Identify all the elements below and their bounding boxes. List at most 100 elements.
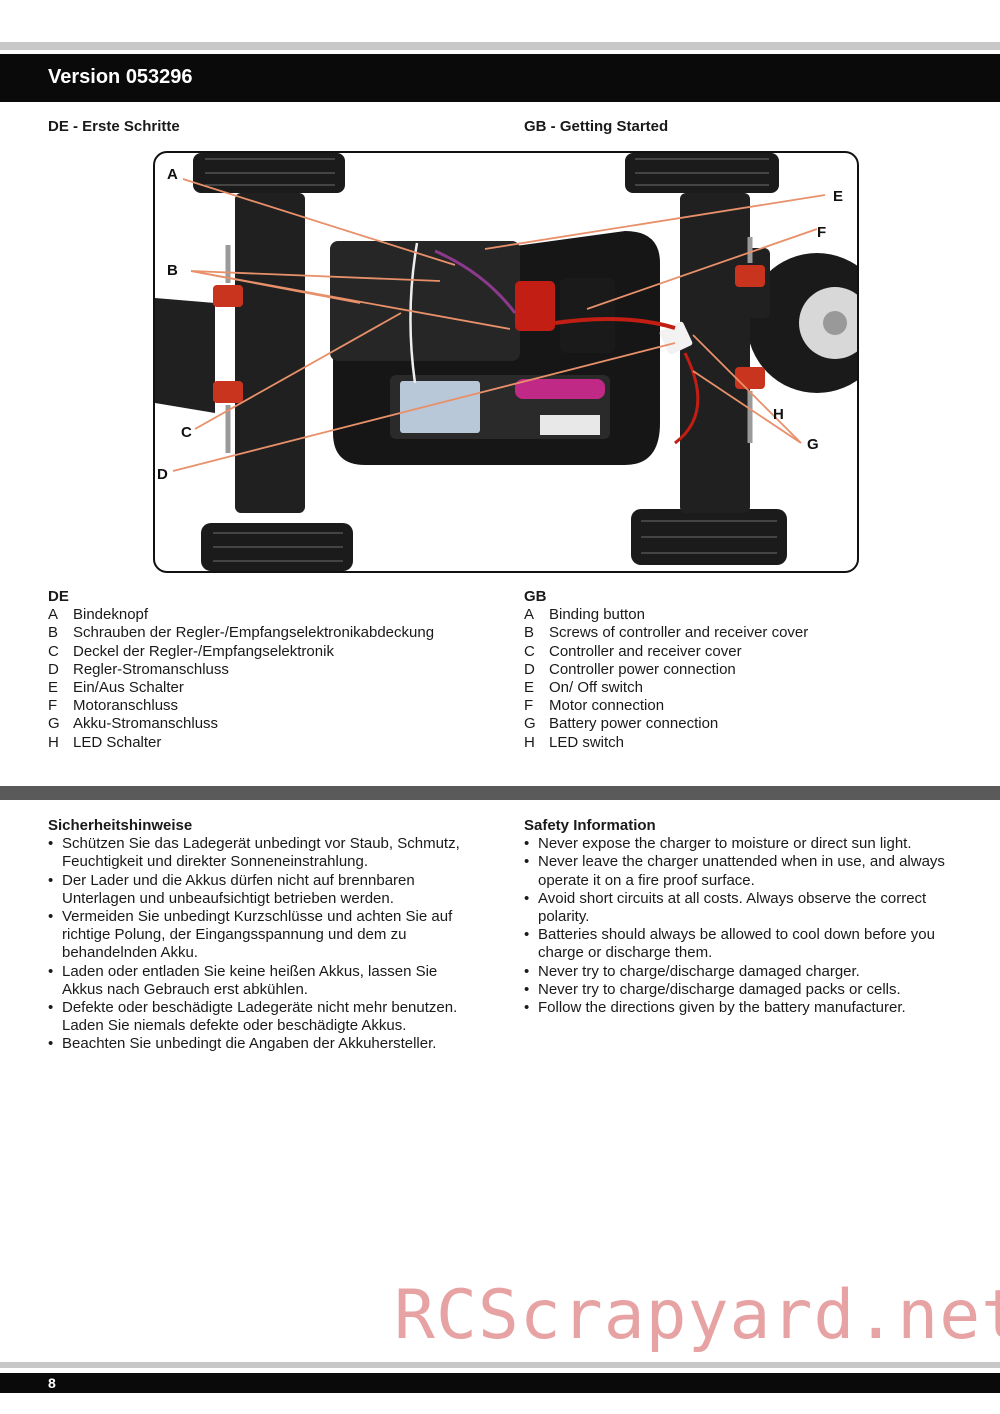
section-divider [0,786,1000,800]
legend-item: D Controller power connection [524,661,964,679]
callout-b: B [167,262,178,279]
safety-line: behandelnden Akku. [62,944,198,962]
legend-item: B Screws of controller and receiver cover [524,624,964,642]
safety-item: Never try to charge/discharge damaged ch… [524,963,974,981]
legend-key: B [524,624,535,642]
legend-key: B [48,624,59,642]
callout-f: F [817,224,826,241]
legend-key: H [48,733,59,751]
legend-title: DE [48,588,69,605]
safety-list: Schützen Sie das Ladegerät unbedingt vor… [48,835,488,1054]
legend-item: G Akku-Stromanschluss [48,715,488,733]
legend-text: Akku-Stromanschluss [73,715,219,733]
legend-key: G [524,715,536,733]
safety-line: Feuchtigkeit und direkter Sonneneinstrah… [62,853,369,871]
safety-line: Follow the directions given by the batte… [538,999,906,1017]
legend-key: D [48,660,59,678]
safety-line: Never leave the charger unattended when … [538,853,945,871]
safety-title: Sicherheitshinweise [48,817,193,834]
legend-key: A [524,606,535,624]
callout-h: H [773,406,784,423]
legend-item: A Binding button [524,606,964,624]
callout-a: A [167,166,178,183]
safety-de: Sicherheitshinweise Schützen Sie das Lad… [48,817,488,1054]
safety-line: Akkus nach Gebrauch erst abkühlen. [62,980,308,998]
legend-text: Screws of controller and receiver cover [549,624,809,642]
legend-key: A [48,606,59,624]
safety-line: Laden Sie niemals defekte oder beschädig… [62,1017,407,1035]
legend-item: A Bindeknopf [48,606,488,624]
legend-key: E [48,678,59,696]
vehicle-illustration: A B C D E F G H [155,153,857,571]
legend-text: Schrauben der Regler-/Empfangselektronik… [73,624,435,642]
safety-line: Batteries should always be allowed to co… [538,926,935,944]
safety-item: Schützen Sie das Ladegerät unbedingt vor… [48,835,488,871]
section-heading-gb: GB - Getting Started [524,118,669,135]
safety-item: Never expose the charger to moisture or … [524,835,974,853]
safety-gb: Safety Information Never expose the char… [524,817,974,1017]
safety-line: Never expose the charger to moisture or … [538,835,912,853]
legend-text: Regler-Stromanschluss [73,660,229,678]
legend-text: LED switch [549,733,625,751]
legend-title: GB [524,588,547,605]
safety-line: Laden oder entladen Sie keine heißen Akk… [62,962,438,980]
legend-key: C [48,642,59,660]
safety-line: Beachten Sie unbedingt die Angaben der A… [62,1035,437,1053]
legend-text: Motor connection [549,697,665,715]
safety-item: Batteries should always be allowed to co… [524,926,974,962]
legend-key: F [48,697,58,715]
safety-title: Safety Information [524,817,656,834]
legend-item: B Schrauben der Regler-/Empfangselektroni… [48,624,488,642]
safety-item: Avoid short circuits at all costs. Alway… [524,890,974,926]
legend-item: H LED switch [524,734,964,752]
page-title: Version 053296 [48,66,193,88]
safety-line: Avoid short circuits at all costs. Alway… [538,889,927,907]
section-heading-de: DE - Erste Schritte [48,118,180,135]
legend-key: G [48,715,60,733]
top-rule [0,42,1000,50]
legend-text: LED Schalter [73,733,162,751]
header-bar [0,54,1000,102]
safety-line: charge or discharge them. [538,944,713,962]
legend-text: Deckel der Regler-/Empfangselektronik [73,642,334,660]
safety-line: Vermeiden Sie unbedingt Kurzschlüsse und… [62,908,453,926]
footer-bar [0,1373,1000,1393]
safety-item: Defekte oder beschädigte Ladegeräte nich… [48,999,488,1035]
legend-text: Ein/Aus Schalter [73,678,184,696]
legend-item: D Regler-Stromanschluss [48,661,488,679]
callout-g: G [807,436,819,453]
safety-item: Never try to charge/discharge damaged pa… [524,981,974,999]
safety-item: Follow the directions given by the batte… [524,999,974,1017]
legend-key: H [524,733,535,751]
safety-line: richtige Polung, der Eingangsspannung un… [62,926,407,944]
callout-d: D [157,466,168,483]
safety-list: Never expose the charger to moisture or … [524,835,974,1017]
safety-item: Beachten Sie unbedingt die Angaben der A… [48,1035,488,1053]
legend-item: E Ein/Aus Schalter [48,679,488,697]
safety-line: operate it on a fire proof surface. [538,871,755,889]
legend-text: Motoranschluss [73,697,179,715]
safety-line: Defekte oder beschädigte Ladegeräte nich… [62,999,458,1017]
legend-text: Bindeknopf [73,606,149,624]
watermark: RCScrapyard.net [394,1276,1000,1355]
legend-item: F Motoranschluss [48,697,488,715]
vehicle-photo: A B C D E F G H [153,151,859,573]
legend-text: Controller power connection [549,660,736,678]
bottom-rule [0,1362,1000,1368]
legend-key: D [524,660,535,678]
legend-text: Binding button [549,606,645,624]
safety-line: Never try to charge/discharge damaged ch… [538,962,860,980]
safety-line: Schützen Sie das Ladegerät unbedingt vor… [62,835,460,853]
safety-line: polarity. [538,908,590,926]
safety-item: Never leave the charger unattended when … [524,853,974,889]
safety-item: Vermeiden Sie unbedingt Kurzschlüsse und… [48,908,488,963]
safety-line: Never try to charge/discharge damaged pa… [538,980,901,998]
safety-line: Der Lader und die Akkus dürfen nicht auf… [62,871,415,889]
legend-item: C Deckel der Regler-/Empfangselektronik [48,643,488,661]
